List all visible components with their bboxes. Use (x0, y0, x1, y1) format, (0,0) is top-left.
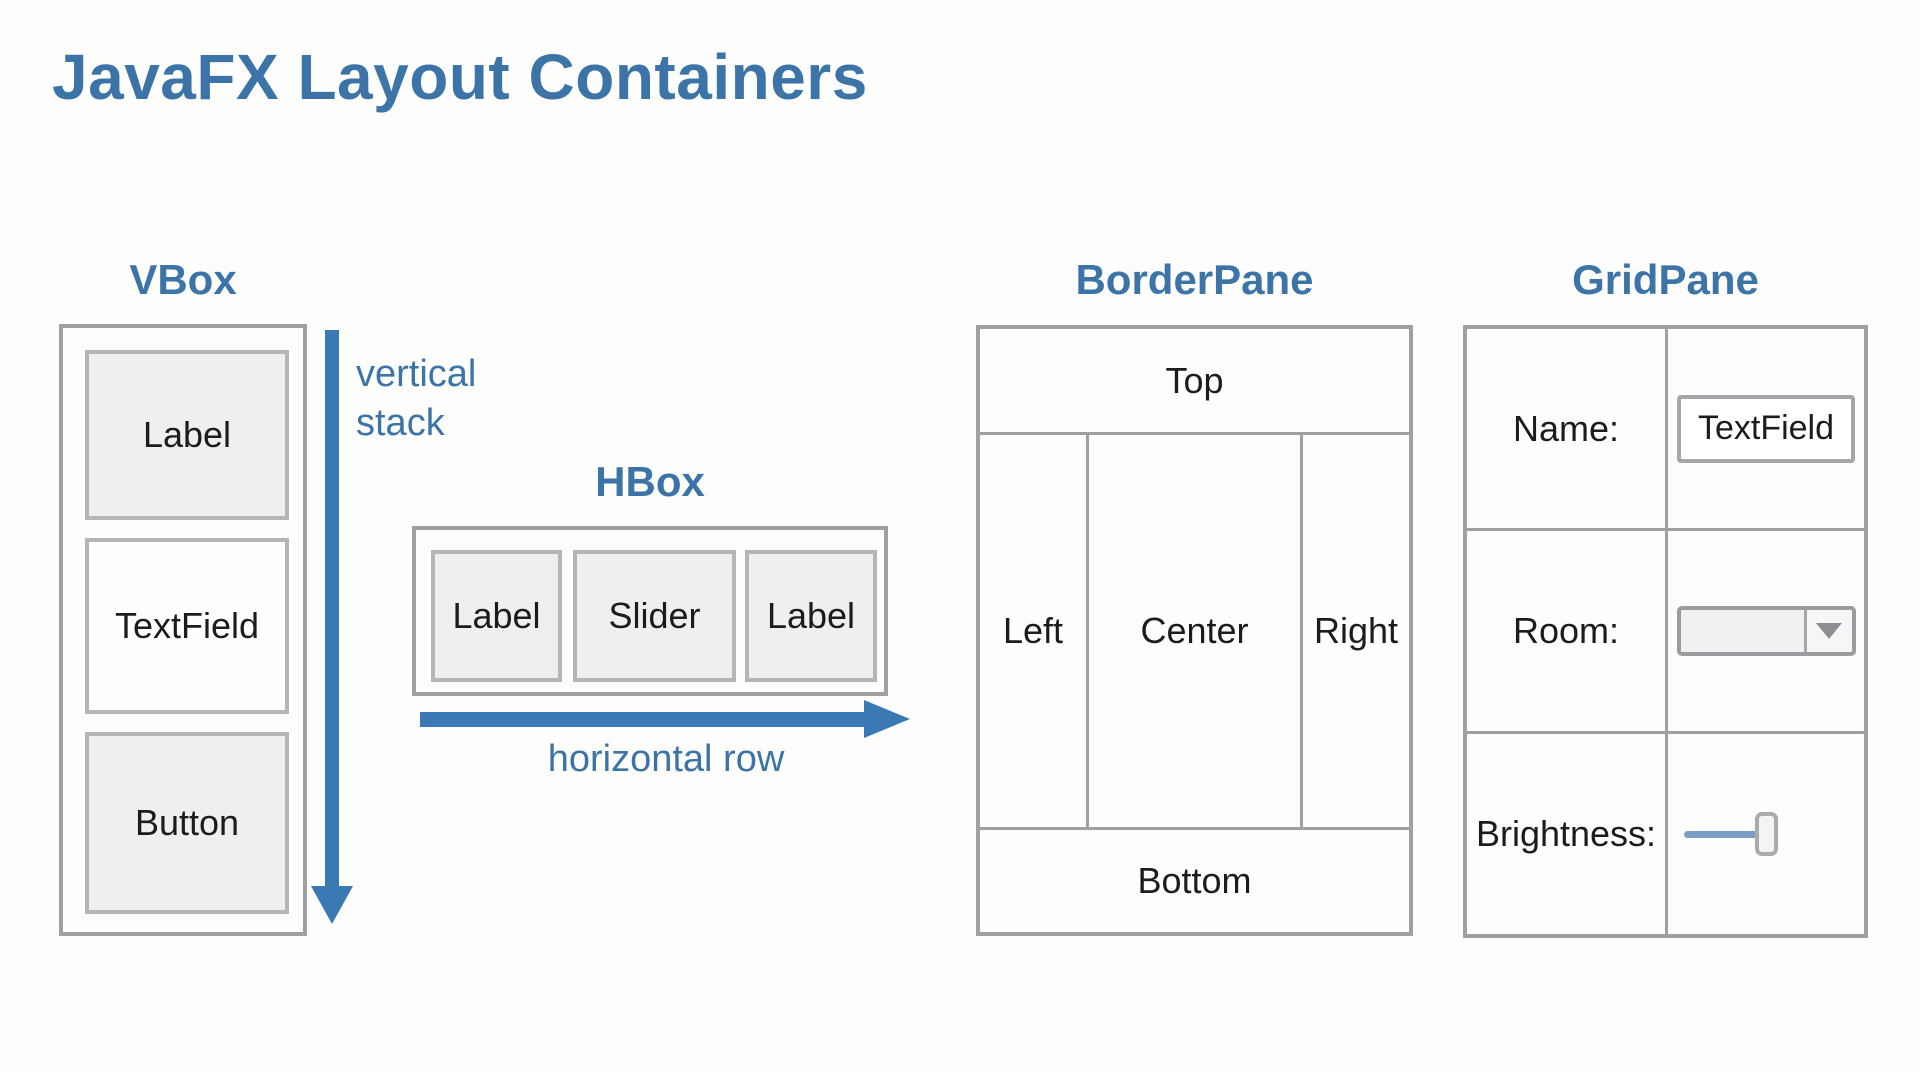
borderpane-right-region: Right (1300, 435, 1409, 827)
borderpane-center-region: Center (1140, 610, 1249, 651)
hbox-label1-node: Label (431, 550, 562, 682)
dropdown-arrow-icon (1816, 623, 1842, 639)
down-arrow-icon (311, 886, 353, 924)
borderpane-title: BorderPane (1075, 256, 1314, 303)
borderpane-container: Top Left Center Right Bottom (976, 325, 1413, 936)
slider-widget (1683, 811, 1849, 857)
gridpane-slider-cell (1668, 734, 1864, 934)
vertical-stack-line2: stack (356, 402, 445, 444)
hbox-container: Label Slider Label (412, 526, 888, 696)
borderpane-bottom-region: Bottom (980, 827, 1409, 932)
slider-thumb (1755, 812, 1778, 856)
page-title: JavaFX Layout Containers (52, 41, 868, 113)
vbox-textfield-node: TextField (85, 538, 289, 714)
hbox-label2-node: Label (745, 550, 877, 682)
gridpane-name-label: Name: (1467, 329, 1665, 528)
right-arrow-icon (864, 700, 910, 738)
gridpane-combobox-cell (1668, 531, 1864, 731)
borderpane-middle-row: Left Center Right (980, 435, 1409, 827)
gridpane-textfield-cell: TextField (1668, 329, 1864, 528)
borderpane-left-region: Left (980, 435, 1089, 827)
horizontal-row-annotation: horizontal row (547, 738, 785, 780)
vbox-button-node: Button (85, 732, 289, 914)
gridpane-room-label: Room: (1467, 531, 1665, 731)
hbox-slider-node: Slider (573, 550, 736, 682)
vbox-label-node: Label (85, 350, 289, 520)
combobox-value-area (1680, 610, 1807, 652)
combobox-button (1806, 610, 1852, 652)
vertical-stack-line1: vertical (356, 353, 477, 395)
down-arrow-shaft (325, 330, 339, 888)
right-arrow-shaft (420, 712, 866, 727)
vbox-title: VBox (129, 256, 237, 303)
slider-track-filled (1683, 831, 1766, 838)
vertical-stack-annotation: vertical stack (356, 350, 476, 448)
combobox-widget (1676, 606, 1856, 656)
textfield-widget: TextField (1677, 394, 1855, 463)
gridpane-container: Name: TextField Room: Brightness: (1463, 325, 1868, 938)
borderpane-top-region: Top (980, 329, 1409, 435)
gridpane-title: GridPane (1572, 256, 1759, 303)
hbox-title: HBox (595, 458, 705, 505)
vbox-container: Label TextField Button (59, 324, 307, 936)
gridpane-brightness-label: Brightness: (1467, 734, 1665, 934)
